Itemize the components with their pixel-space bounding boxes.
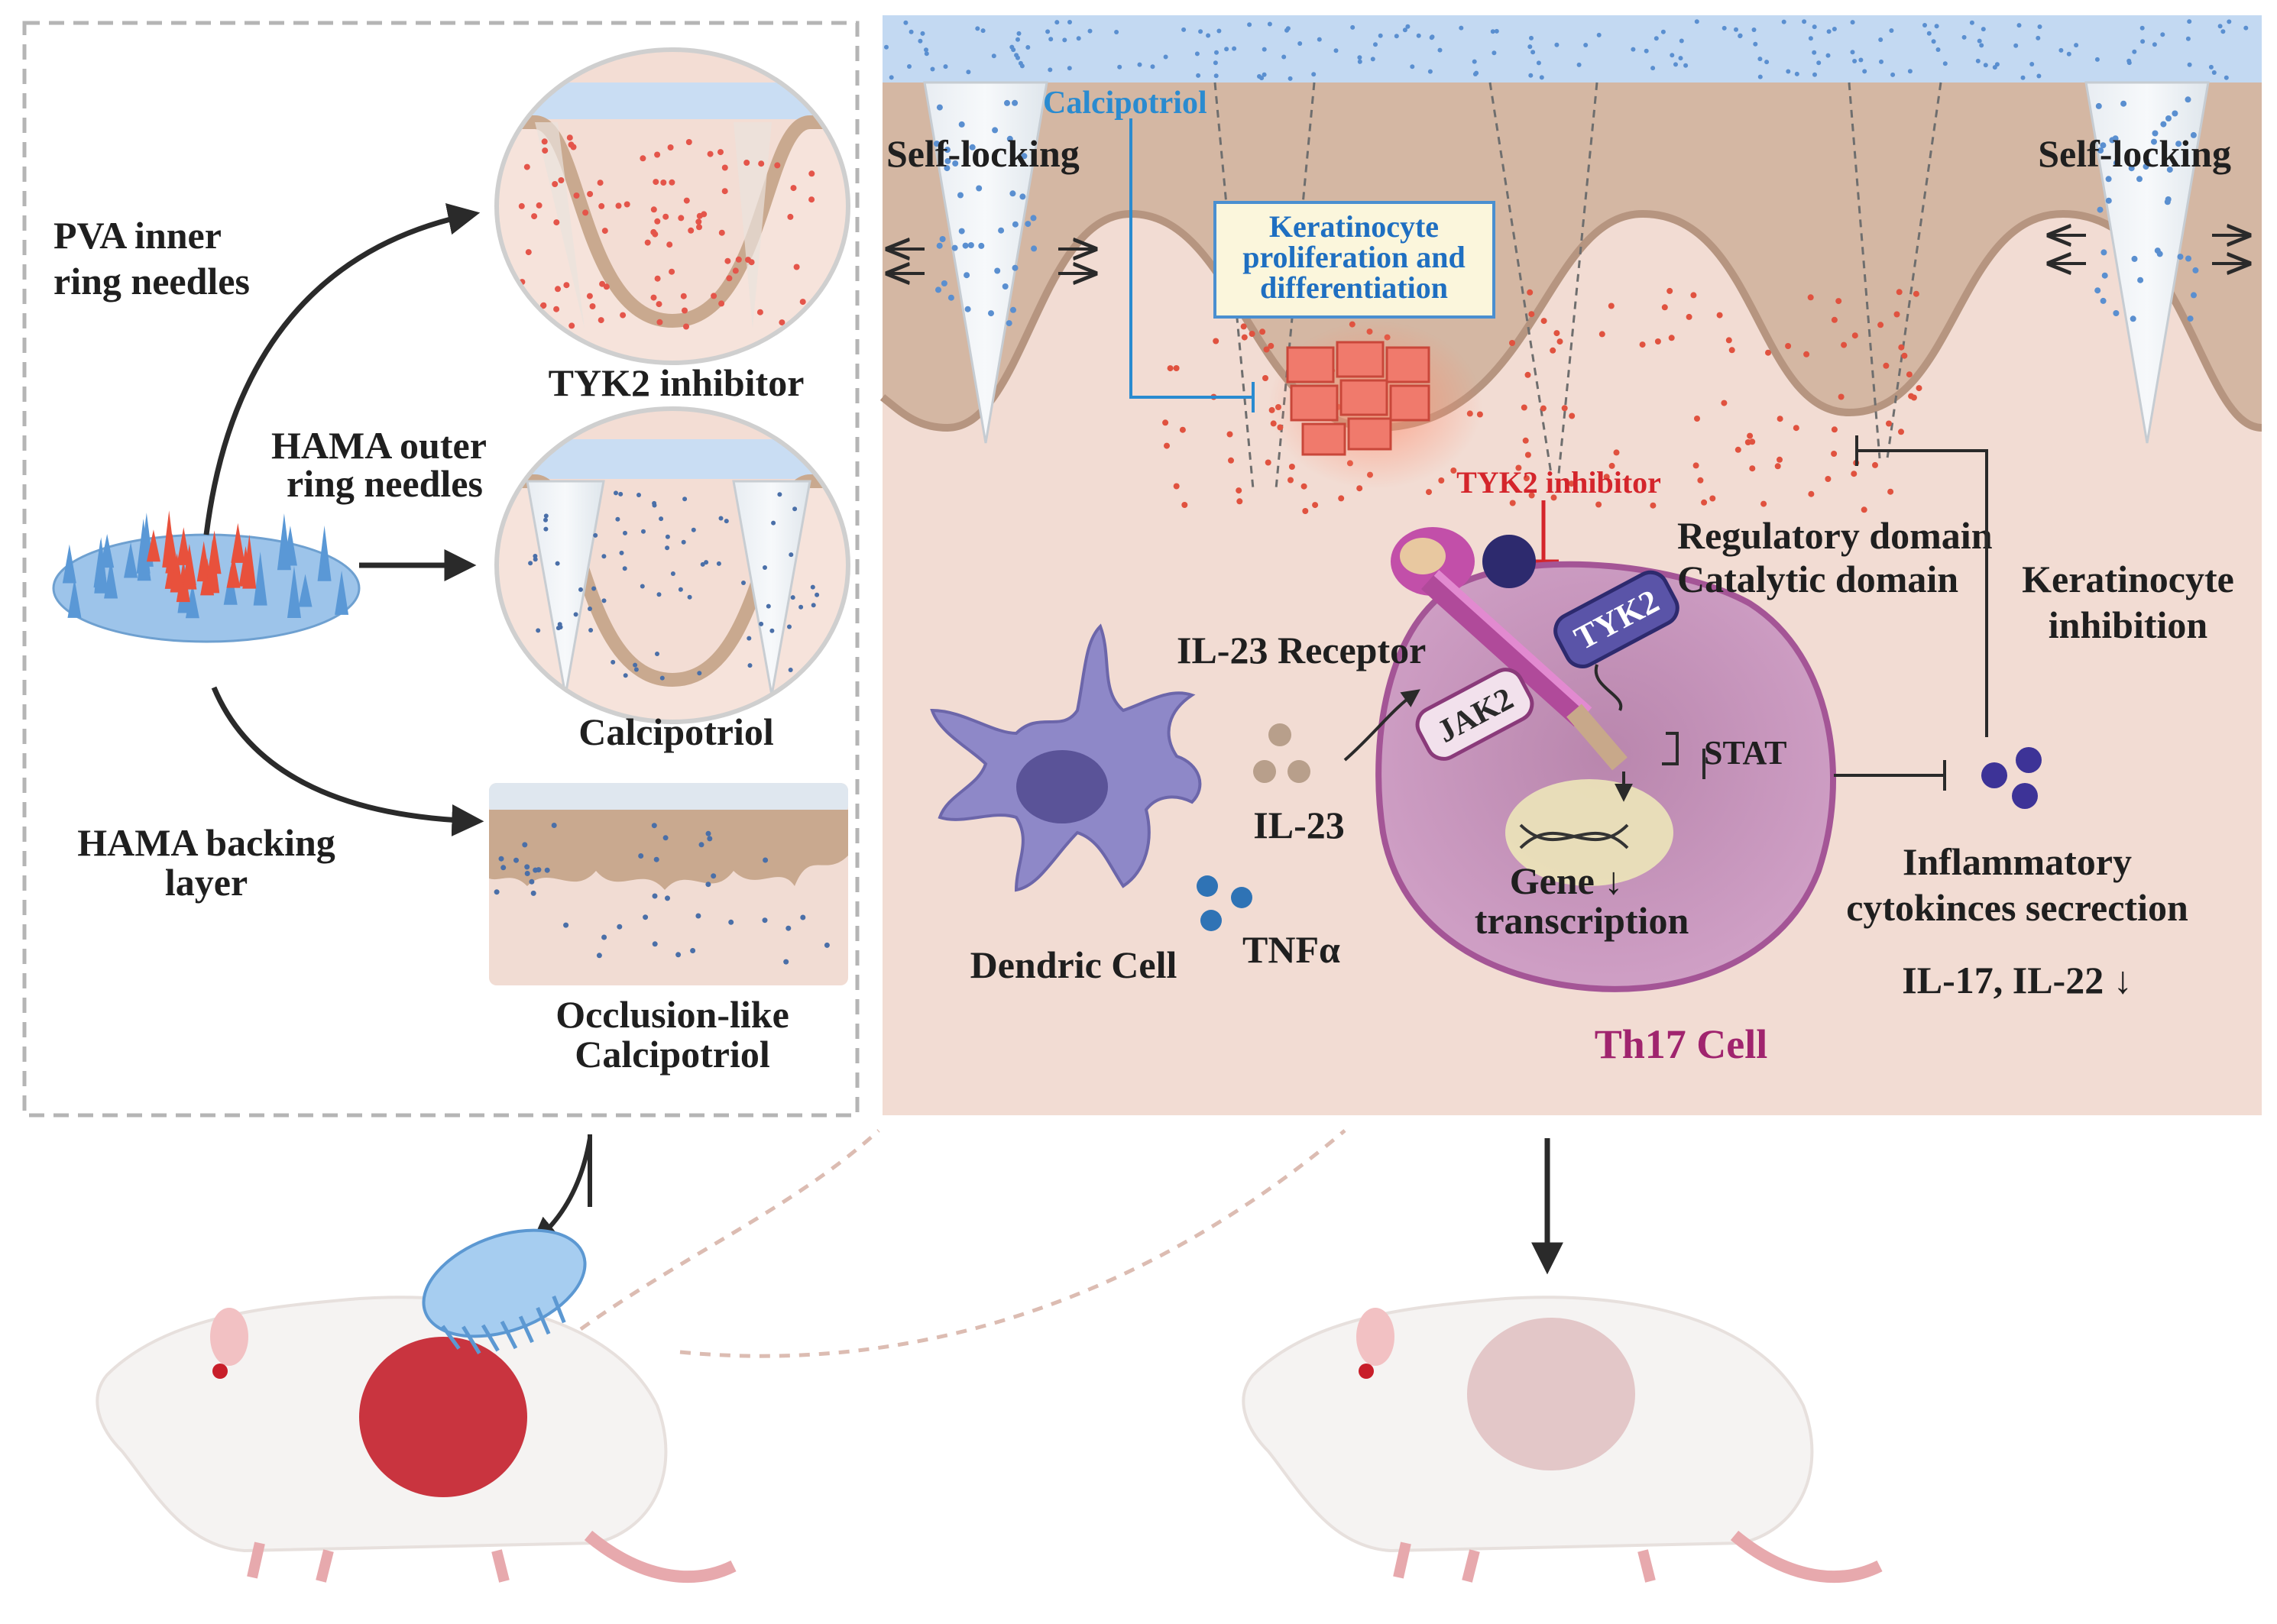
dendritic-cell	[930, 623, 1202, 892]
il23-label: IL-23	[1253, 804, 1344, 846]
keratinocyte-inhibit-line	[1855, 435, 1988, 737]
mouse-psoriasis	[96, 1228, 737, 1584]
right-panel: Self-locking Self-locking Calcipotriol K…	[879, 15, 2262, 1115]
il23-molecules	[1253, 723, 1310, 783]
inflammatory-line2: cytokinces secrection	[1846, 886, 2188, 929]
hama-outer-line2: ring needles	[287, 462, 483, 505]
hama-needle-illustration	[497, 409, 848, 722]
hama-backing-line1: HAMA backing	[77, 821, 335, 864]
dna-icon	[1519, 823, 1629, 849]
stat-label: STAT	[1704, 734, 1786, 772]
keratinocyte-inhibition-line2: inhibition	[2049, 603, 2208, 646]
th17-cell-label: Th17 Cell	[1595, 1021, 1768, 1067]
il23-receptor	[1391, 527, 1628, 771]
arrow-to-pva	[203, 203, 481, 535]
self-locking-left: Self-locking	[886, 132, 1080, 175]
cytokine-inhibit-line	[1834, 760, 1946, 791]
circle-pva	[494, 47, 850, 365]
tyk2-inhibitor-label: TYK2 inhibitor	[1456, 465, 1661, 500]
il23-to-receptor-arrow	[1343, 689, 1420, 762]
keratinocyte-box-line2: proliferation and	[1242, 240, 1466, 274]
occlusion-line2: Calcipotriol	[575, 1033, 770, 1076]
hama-backing-line2: layer	[165, 861, 248, 904]
tyk2-inhibitor-caption: TYK2 inhibitor	[549, 361, 805, 404]
keratinocyte-box-line1: Keratinocyte	[1269, 209, 1439, 244]
keratinocyte-inhibition-line1: Keratinocyte	[2022, 558, 2234, 600]
catalytic-domain-label: Catalytic domain	[1677, 558, 1958, 600]
occlusion-line1: Occlusion-like	[555, 993, 789, 1036]
arrow-to-backing	[211, 686, 484, 836]
left-needle	[923, 81, 1048, 444]
zoom-lines	[579, 1129, 1346, 1358]
regulatory-domain	[1482, 535, 1536, 588]
mouse-treated	[1242, 1296, 1883, 1584]
left-panel-border	[22, 21, 860, 1118]
self-locking-right: Self-locking	[2038, 132, 2231, 175]
tyk2-protein: TYK2	[1553, 570, 1679, 668]
regulatory-domain-label: Regulatory domain	[1677, 514, 1993, 557]
keratinocyte-cluster	[1286, 341, 1430, 456]
keratinocyte-box-line3: differentiation	[1260, 270, 1448, 305]
dendric-cell-label: Dendric Cell	[970, 943, 1177, 986]
pva-needle-illustration	[497, 50, 848, 363]
patch-on-mouse	[422, 1228, 587, 1354]
calcipotriol-inhibit-line	[1129, 118, 1255, 412]
th17-cell	[1375, 561, 1836, 992]
calcipotriol-caption: Calcipotriol	[578, 710, 774, 753]
gene-transcription-line1: Gene ↓	[1510, 859, 1624, 902]
il23-receptor-label: IL-23 Receptor	[1177, 629, 1426, 671]
tnf-molecules	[1197, 875, 1252, 931]
inflammatory-line1: Inflammatory	[1903, 840, 2132, 883]
cytokine-dots	[1981, 747, 2042, 809]
circle-hama	[494, 406, 850, 724]
right-needle	[2084, 81, 2210, 444]
gene-transcription-line2: transcription	[1475, 899, 1689, 942]
pva-label-line2: ring needles	[53, 260, 250, 302]
microneedle-patch	[52, 510, 361, 643]
backing-layer-illustration	[489, 783, 848, 985]
keratinocyte-box	[1213, 201, 1495, 319]
self-locking-arrows	[890, 235, 2246, 273]
pva-label-line1: PVA inner	[53, 214, 222, 257]
left-panel: TYK2 inhibitor PVA inner ring needles HA…	[22, 21, 860, 1118]
tnf-label: TNFα	[1242, 928, 1340, 971]
calcipotriol-label: Calcipotriol	[1043, 86, 1207, 121]
dashed-channels	[1213, 82, 1942, 490]
il17-il22-label: IL-17, IL-22 ↓	[1902, 959, 2132, 1001]
hama-outer-line1: HAMA outer	[271, 424, 487, 467]
